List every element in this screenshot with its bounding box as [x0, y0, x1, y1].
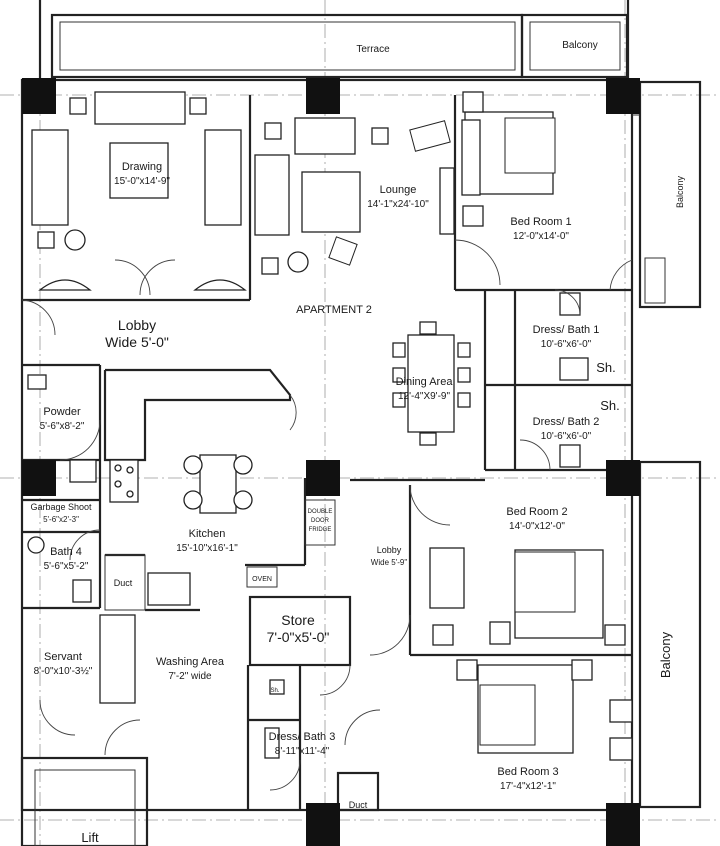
drawing-size: 15'-0"x14'-9"	[114, 176, 170, 187]
dress-bath-1-size: 10'-6"x6'-0"	[541, 339, 592, 350]
furniture	[27, 91, 633, 761]
bed-room-2-label: Bed Room 2	[506, 506, 567, 518]
bath-4-size: 5'-6"x5'-2"	[44, 561, 89, 572]
dining-area-label: Dining Area	[396, 376, 454, 388]
bed-room-1-size: 12'-0"x14'-0"	[513, 231, 569, 242]
duct-label-kitchen: Duct	[114, 578, 133, 588]
lift-label: Lift	[81, 830, 99, 845]
servant-size: 8'-0"x10'-3½"	[34, 666, 93, 677]
kitchen-label: Kitchen	[189, 528, 226, 540]
shower-label-2: Sh.	[600, 398, 620, 413]
balcony-top-label: Balcony	[562, 40, 598, 51]
balcony-bottom-right-label: Balcony	[658, 631, 673, 678]
dress-bath-3-label: Dress/ Bath 3	[269, 731, 336, 743]
dress-bath-2-label: Dress/ Bath 2	[533, 416, 600, 428]
garbage-shoot-size: 5'-6"x2'-3"	[43, 515, 79, 524]
balcony-right-label: Balcony	[675, 175, 685, 208]
washing-area-label: Washing Area	[156, 656, 225, 668]
lobby-size: Wide 5'-0"	[105, 334, 169, 350]
columns	[22, 78, 640, 846]
store-label: Store	[281, 612, 315, 628]
fridge-label-2: FRIDGE	[309, 527, 332, 533]
powder-label: Powder	[43, 406, 81, 418]
lounge-size: 14'-1"x24'-10"	[367, 199, 429, 210]
lounge-label: Lounge	[380, 184, 417, 196]
lobby-label: Lobby	[118, 317, 156, 333]
lobby-2-size: Wide 5'-9"	[371, 558, 408, 567]
apartment-title: APARTMENT 2	[296, 304, 372, 316]
bed-room-3-size: 17'-4"x12'-1"	[500, 781, 556, 792]
servant-label: Servant	[44, 651, 82, 663]
dress-bath-2-size: 10'-6"x6'-0"	[541, 431, 592, 442]
bed-room-3-label: Bed Room 3	[497, 766, 558, 778]
duct-label-bottom: Duct	[349, 800, 368, 810]
dress-bath-3-size: 8'-11"x11'-4"	[275, 746, 330, 757]
garbage-shoot-label: Garbage Shoot	[30, 502, 92, 512]
lobby-2-label: Lobby	[377, 545, 402, 555]
fridge-label-1: DOOR	[311, 518, 330, 524]
kitchen-size: 15'-10"x16'-1"	[176, 543, 238, 554]
powder-size: 5'-6"x8'-2"	[40, 421, 85, 432]
shower-label-3: Sh.	[270, 688, 279, 694]
terrace-label: Terrace	[356, 44, 390, 55]
oven-label: OVEN	[252, 576, 272, 583]
dining-area-size: 12'-4"X9'-9"	[398, 391, 451, 402]
store-size: 7'-0"x5'-0"	[267, 629, 330, 645]
washing-area-size: 7'-2" wide	[168, 671, 212, 682]
bath-4-label: Bath 4	[50, 546, 82, 558]
door-swings	[21, 239, 633, 791]
shower-label-1: Sh.	[596, 360, 616, 375]
drawing-label: Drawing	[122, 161, 162, 173]
fridge-label-0: DOUBLE	[308, 509, 333, 515]
bed-room-1-label: Bed Room 1	[510, 216, 571, 228]
dress-bath-1-label: Dress/ Bath 1	[533, 324, 600, 336]
bed-room-2-size: 14'-0"x12'-0"	[509, 521, 565, 532]
